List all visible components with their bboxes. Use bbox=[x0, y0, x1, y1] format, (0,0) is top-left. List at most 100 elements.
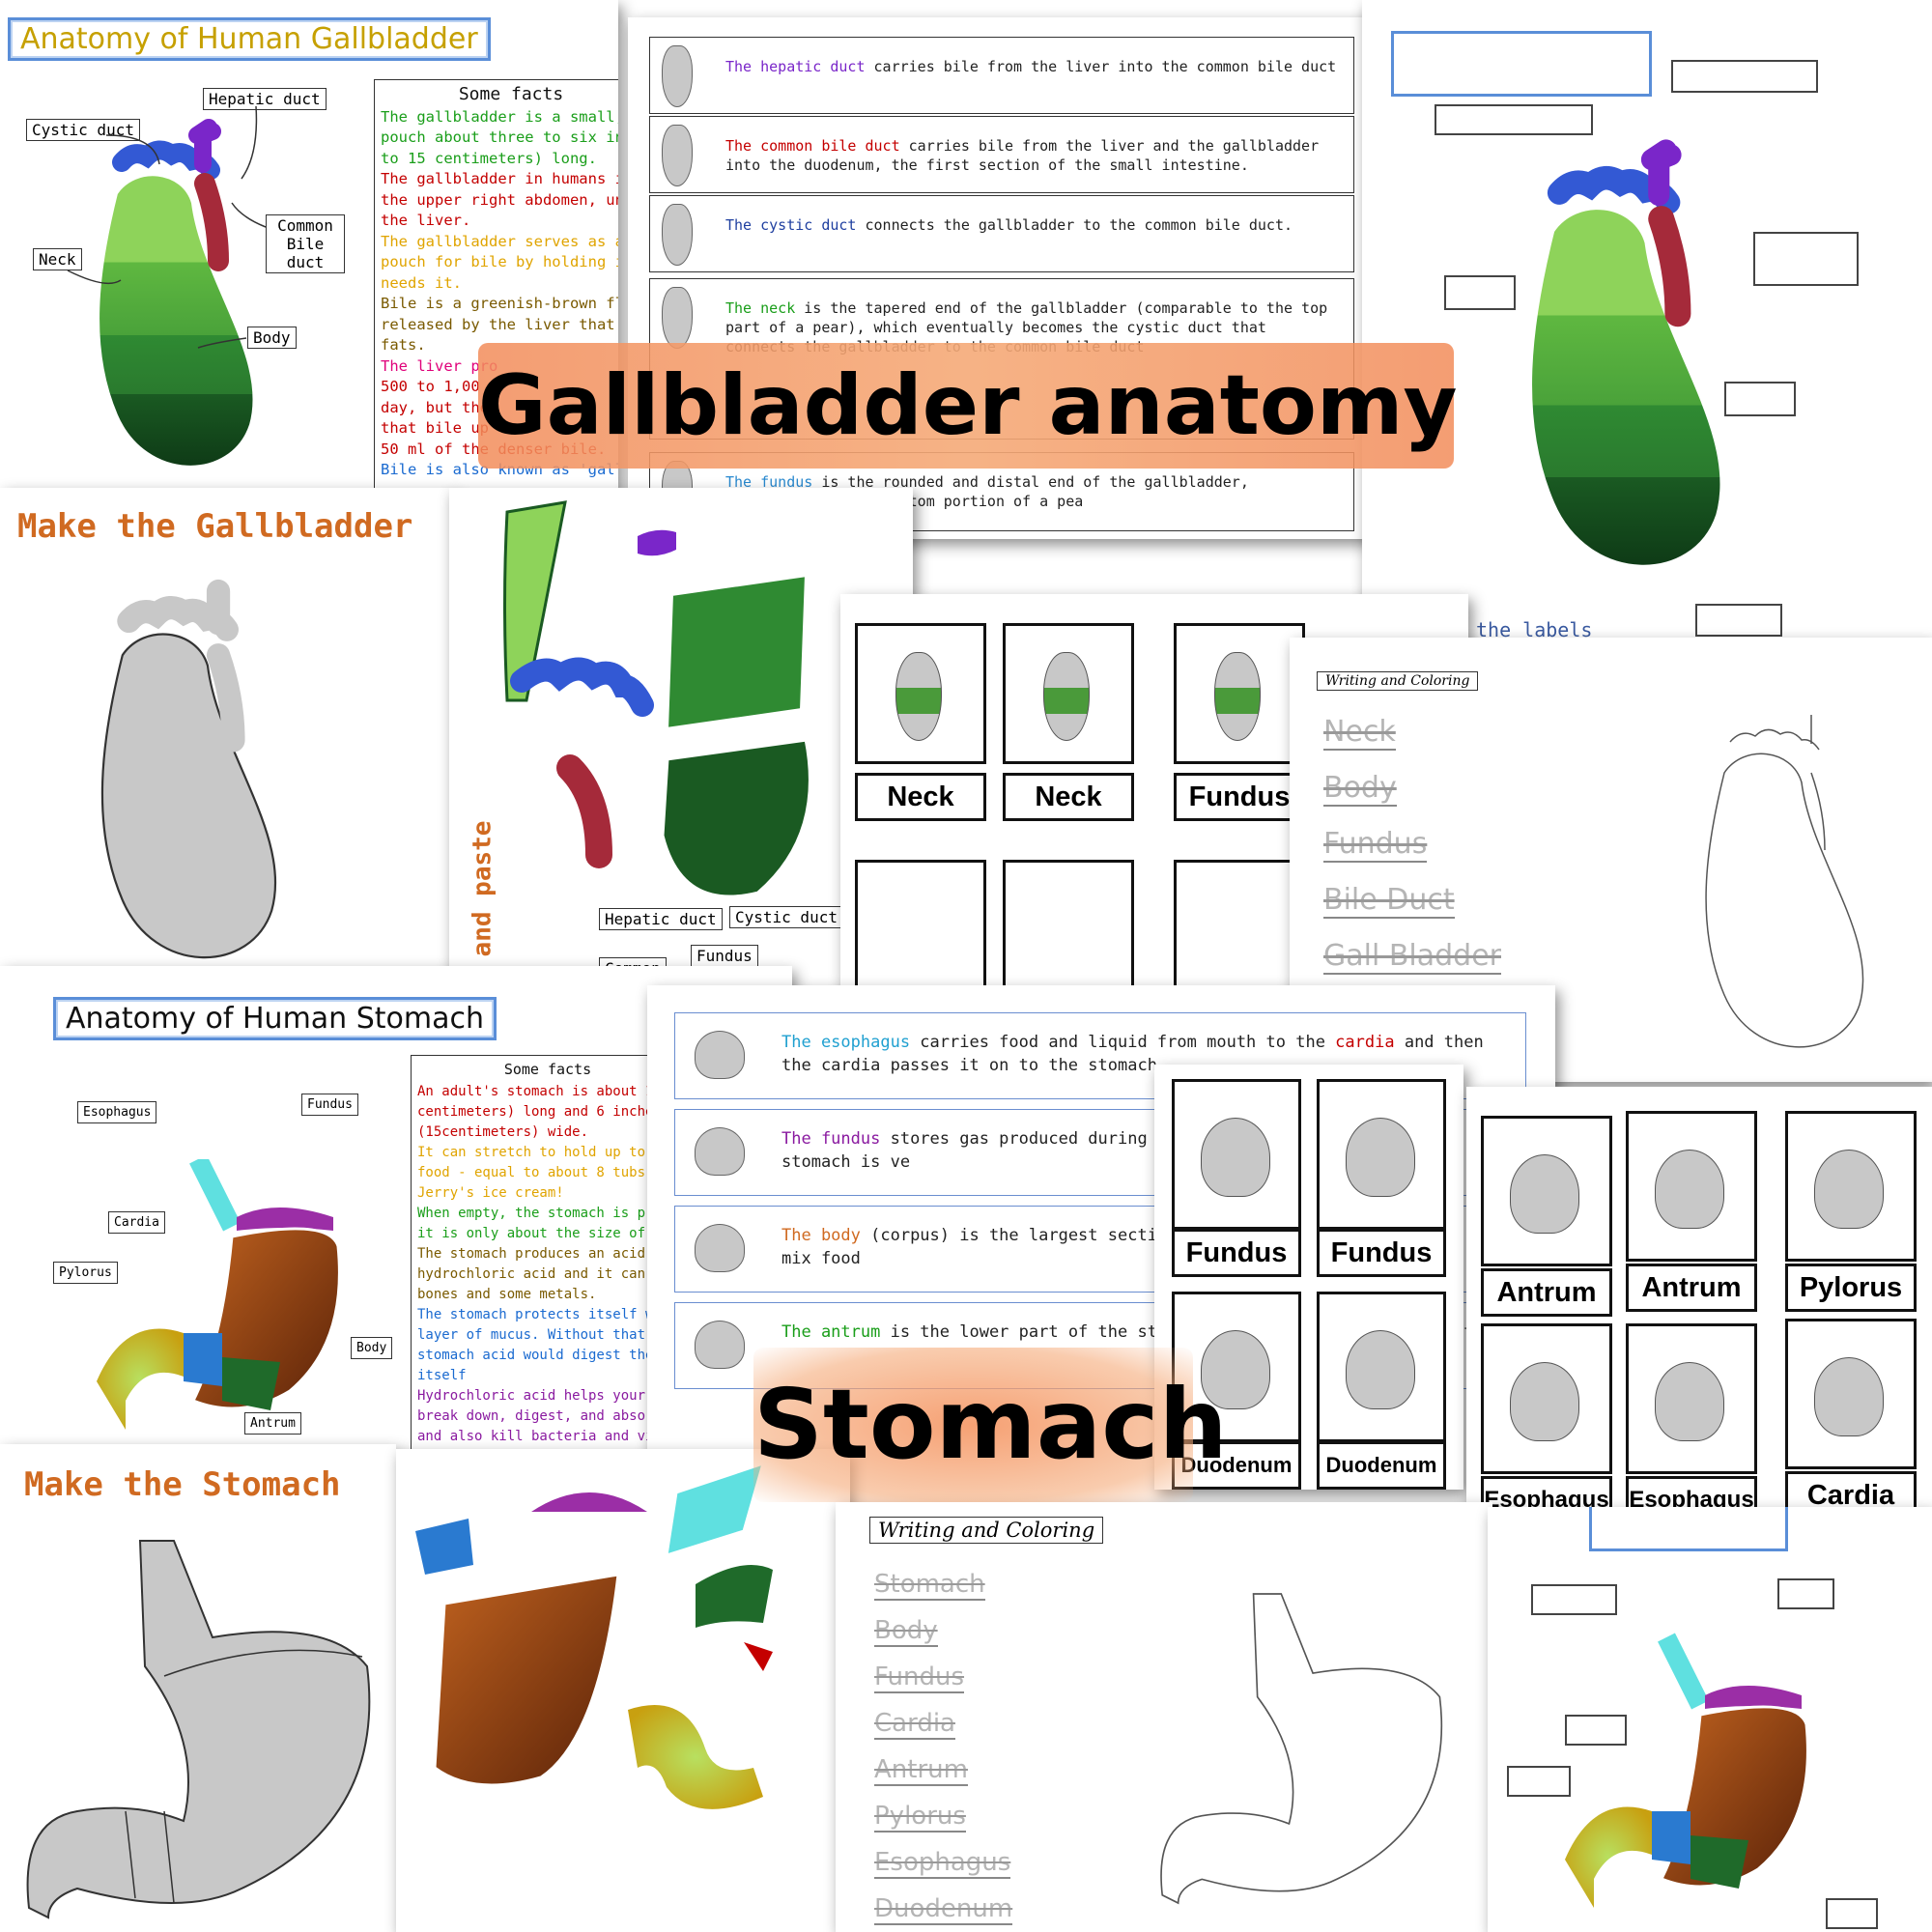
description-term: The neck bbox=[725, 299, 796, 317]
description-segment: The antrum bbox=[781, 1322, 881, 1342]
fact-line: The stomach produces an acid bbox=[417, 1246, 646, 1262]
label-pylorus: Pylorus bbox=[53, 1262, 118, 1284]
fact-line: An adult's stomach is about 12 bbox=[417, 1084, 662, 1099]
tracing-word: Cardia bbox=[874, 1709, 955, 1740]
fact-line: food - equal to about 8 tubs o bbox=[417, 1165, 662, 1180]
label-antrum: Antrum bbox=[244, 1412, 301, 1435]
fact-line: The gallbladder is a small, pear bbox=[381, 107, 618, 126]
card-label: Antrum bbox=[1481, 1268, 1612, 1317]
description-segment: The fundus bbox=[781, 1129, 881, 1149]
fact-line: It can stretch to hold up to 4 bbox=[417, 1145, 662, 1160]
tracing-word: Fundus bbox=[874, 1662, 965, 1693]
stomach-thumb-icon bbox=[1346, 1330, 1415, 1409]
description-rest: connects the gallbladder to the common b… bbox=[856, 216, 1293, 234]
fact-line: Hydrochloric acid helps your b bbox=[417, 1388, 662, 1404]
fact-line: Jerry's ice cream! bbox=[417, 1185, 564, 1201]
stomach-thumb-icon bbox=[1814, 1357, 1884, 1436]
make-title: Make the Gallbladder bbox=[17, 507, 413, 546]
fact-line: The liver pro bbox=[381, 356, 498, 375]
description-segment: The esophagus bbox=[781, 1033, 911, 1052]
tracing-word: Antrum bbox=[874, 1755, 968, 1786]
make-gallbladder-sheet: Make the Gallbladder bbox=[0, 488, 454, 990]
description-rest: carries bile from the liver and the gall… bbox=[725, 137, 1320, 174]
stomach-coloring-outline bbox=[1160, 1593, 1443, 1905]
label-neck: Neck bbox=[33, 248, 82, 270]
label-cystic-duct: Cystic duct bbox=[729, 906, 843, 928]
description-segment: The body bbox=[781, 1226, 861, 1245]
card-picture bbox=[1785, 1319, 1917, 1469]
make-title: Make the Stomach bbox=[24, 1465, 341, 1504]
label-fundus: Fundus bbox=[691, 945, 758, 967]
tracing-word: Esophagus bbox=[874, 1848, 1011, 1879]
card-label: Fundus bbox=[1317, 1229, 1446, 1277]
blank-box bbox=[1777, 1578, 1834, 1609]
stomach-thumb-icon bbox=[1655, 1150, 1724, 1229]
blank-box bbox=[1531, 1584, 1617, 1615]
gallbladder-anatomy-sheet: Anatomy of Human Gallbladder Hepatic duc… bbox=[0, 0, 618, 502]
label-gallbladder-sheet: the labels bbox=[1362, 0, 1932, 657]
card-picture bbox=[1174, 860, 1305, 1001]
fact-line: pouch for bile by holding it till bbox=[381, 253, 618, 270]
gallbladder-thumb-icon bbox=[895, 652, 942, 741]
gallbladder-thumb-icon bbox=[662, 125, 693, 186]
card-picture bbox=[1003, 860, 1134, 1001]
title-blank bbox=[1589, 1507, 1788, 1551]
blank-box bbox=[1507, 1766, 1571, 1797]
fact-line: When empty, the stomach is p bbox=[417, 1206, 646, 1221]
description-text: The hepatic duct carries bile from the l… bbox=[725, 57, 1344, 76]
label-fundus: Fundus bbox=[301, 1094, 358, 1116]
blank-box bbox=[1753, 232, 1859, 286]
fact-line: break down, digest, and absorb bbox=[417, 1408, 662, 1424]
gallbladder-pieces-sheet: and paste Hepatic duct Cystic duct Commo… bbox=[449, 488, 913, 990]
fact-line: The gallbladder in humans is lo bbox=[381, 170, 618, 187]
card-label: Duodenum bbox=[1317, 1441, 1446, 1490]
writing-tag: Writing and Coloring bbox=[1317, 671, 1479, 691]
facts-heading: Some facts bbox=[458, 84, 564, 104]
tracing-word: Duodenum bbox=[874, 1894, 1013, 1925]
fact-line: stomach acid would digest the bbox=[417, 1348, 654, 1363]
facts-heading: Some facts bbox=[503, 1061, 592, 1078]
description-text: The common bile duct carries bile from t… bbox=[725, 136, 1344, 175]
description-segment: cardia bbox=[1335, 1033, 1395, 1052]
fact-line: released by the liver that help bbox=[381, 315, 618, 333]
fact-line: the liver. bbox=[381, 212, 471, 229]
facts-list: An adult's stomach is about 12 centimeter… bbox=[417, 1082, 678, 1447]
stomach-thumb-icon bbox=[695, 1127, 745, 1176]
fact-line: centimeters) long and 6 inches bbox=[417, 1104, 662, 1120]
tracing-word: Neck bbox=[1323, 715, 1396, 751]
gallbladder-diagram bbox=[1527, 139, 1725, 570]
card-label: Neck bbox=[855, 773, 986, 821]
card-picture bbox=[855, 860, 986, 1001]
description-text: The esophagus carries food and liquid fr… bbox=[781, 1031, 1516, 1077]
stomach-thumb-icon bbox=[1510, 1362, 1579, 1441]
fact-line: it is only about the size of the bbox=[417, 1226, 678, 1241]
gallbladder-thumb-icon bbox=[662, 45, 693, 107]
label-cardia: Cardia bbox=[108, 1211, 165, 1234]
description-row: The cystic duct connects the gallbladder… bbox=[649, 195, 1354, 272]
gallbladder-thumb-icon bbox=[662, 287, 693, 349]
label-arrows bbox=[67, 105, 267, 349]
tracing-word: Bile Duct bbox=[1323, 883, 1455, 919]
fact-line: The stomach protects itself wi bbox=[417, 1307, 662, 1322]
label-body: Body bbox=[247, 327, 297, 349]
banner-title: Gallbladder anatomy bbox=[478, 357, 1458, 454]
fact-line: (15centimeters) wide. bbox=[417, 1124, 589, 1140]
stomach-thumb-icon bbox=[1655, 1362, 1724, 1441]
fact-line: fats. bbox=[381, 336, 426, 354]
card-label: Neck bbox=[1003, 773, 1134, 821]
cut-pieces bbox=[415, 1461, 773, 1809]
fact-line: needs it. bbox=[381, 273, 462, 292]
banner-title: Stomach bbox=[753, 1368, 1228, 1481]
description-rest: carries bile from the liver into the com… bbox=[865, 58, 1337, 75]
gallbladder-diagram bbox=[96, 119, 257, 469]
description-text: The cystic duct connects the gallbladder… bbox=[725, 215, 1344, 235]
side-text: and paste bbox=[468, 820, 497, 957]
stomach-thumb-icon bbox=[1814, 1150, 1884, 1229]
description-term: The cystic duct bbox=[725, 216, 857, 234]
description-segment: and then the cardia passes it on to the … bbox=[781, 1033, 1484, 1075]
tracing-word: Body bbox=[1323, 771, 1397, 807]
fact-line: day, but the bbox=[381, 398, 489, 416]
description-term: The common bile duct bbox=[725, 137, 900, 155]
